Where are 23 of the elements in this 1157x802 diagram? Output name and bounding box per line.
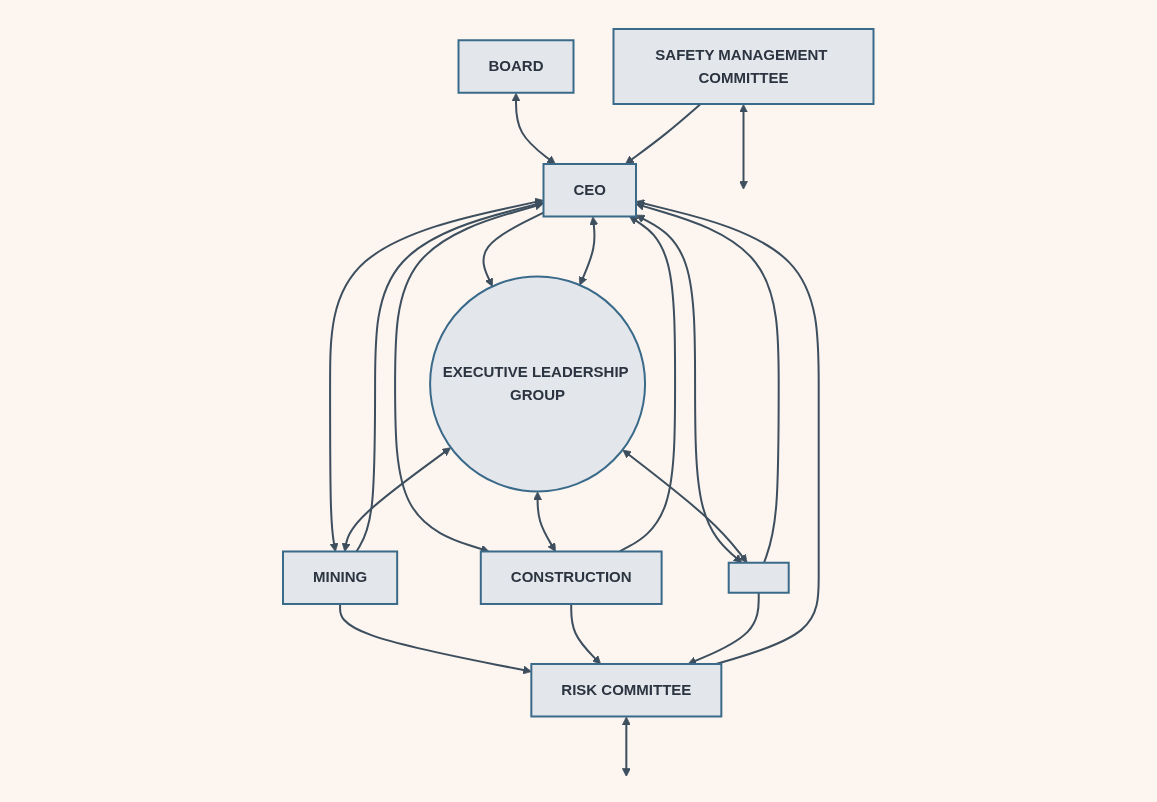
node-box <box>727 562 790 594</box>
arrow <box>342 447 452 553</box>
arrow <box>622 449 748 564</box>
node-circle: EXECUTIVE LEADERSHIP GROUP <box>429 275 647 493</box>
arrow <box>570 603 602 665</box>
node-box: SAFETY MANAGEMENT COMMITTEE <box>612 28 875 106</box>
node-box: BOARD <box>457 39 575 94</box>
arrow <box>739 104 749 190</box>
arrow <box>339 603 532 675</box>
arrow <box>533 491 557 553</box>
arrow <box>625 103 702 165</box>
arrow <box>687 592 760 666</box>
node-box: CEO <box>542 163 638 218</box>
arrow <box>622 716 631 778</box>
node-box: MINING <box>282 550 399 606</box>
arrow <box>511 93 556 165</box>
node-box: RISK COMMITTEE <box>530 663 723 718</box>
node-box: CONSTRUCTION <box>480 550 663 606</box>
arrow <box>636 215 743 564</box>
arrow <box>635 202 780 564</box>
arrow <box>635 199 820 666</box>
arrow <box>618 216 677 553</box>
arrow <box>579 216 599 286</box>
